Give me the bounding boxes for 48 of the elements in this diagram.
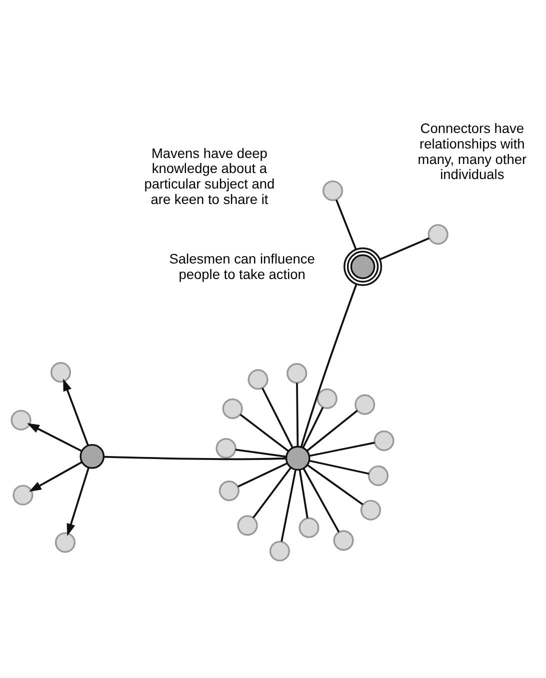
connector (306, 464, 364, 505)
connector (302, 406, 324, 448)
node-circle (285, 445, 310, 470)
connector (309, 441, 375, 456)
node-circle (322, 180, 344, 201)
connector (104, 455, 286, 460)
node-circle (374, 430, 394, 451)
node-circle (222, 398, 243, 418)
connector (298, 469, 308, 518)
node-circle (218, 480, 240, 501)
connector (237, 462, 288, 487)
node-circle (216, 438, 236, 458)
connector (302, 468, 340, 532)
node-circle (269, 540, 290, 561)
arrow (63, 378, 89, 446)
connector (306, 409, 358, 451)
node-circle (354, 394, 376, 414)
connector (252, 466, 292, 518)
label: Salesmen can influence people to take action (169, 250, 315, 282)
arrow (66, 466, 90, 536)
node-circle (298, 516, 320, 538)
label: Connectors have relationships with many, many other individuals (418, 120, 527, 182)
node-circle (428, 224, 448, 244)
arrow (27, 422, 82, 452)
connector (296, 382, 299, 446)
node-circle (343, 246, 382, 286)
connector (309, 459, 370, 474)
node-circle (54, 532, 76, 552)
node-circle (360, 499, 382, 520)
node-circle (333, 530, 354, 550)
node-circle (12, 484, 34, 505)
node-circle (286, 362, 308, 384)
node-circle (237, 514, 258, 536)
connector (280, 468, 297, 542)
connector (240, 413, 290, 452)
node-circle (10, 409, 32, 430)
node-circle (316, 388, 338, 409)
connector (262, 387, 294, 448)
connector (336, 199, 357, 250)
node-circle (248, 368, 268, 390)
node-circle (80, 443, 105, 468)
connector (235, 448, 286, 458)
node-circle (368, 464, 389, 486)
arrow (28, 460, 82, 492)
connector (300, 283, 358, 447)
label: Mavens have deep knowledge about a particular subject and are keen to share it (144, 145, 275, 207)
node-circle (50, 362, 72, 382)
connector (380, 236, 430, 260)
